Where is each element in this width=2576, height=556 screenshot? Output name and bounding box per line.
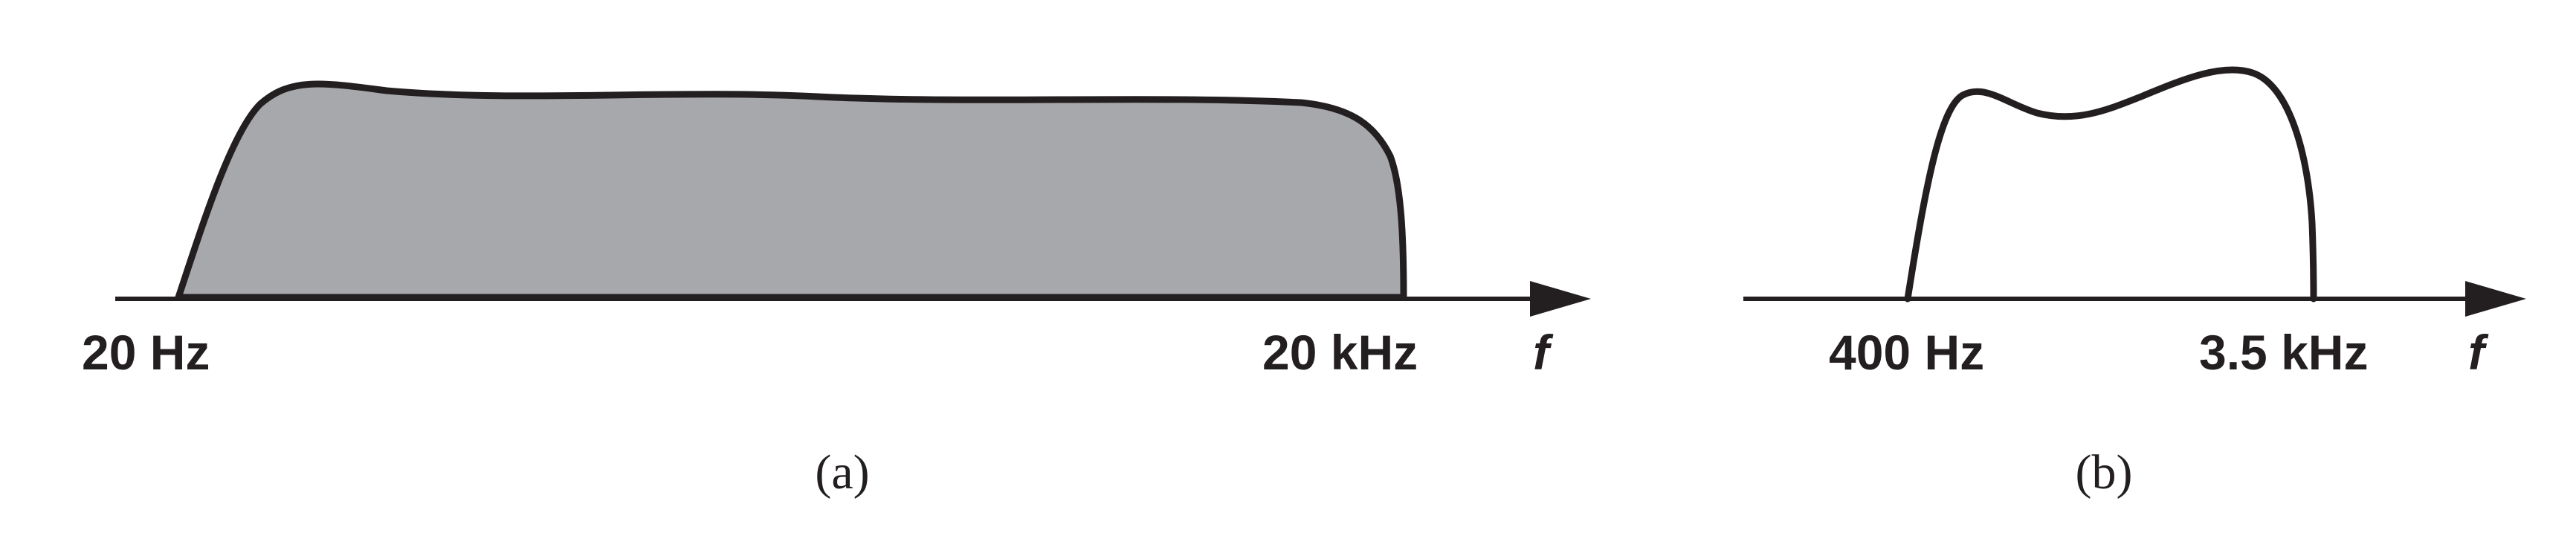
low-freq-label-a: 20 Hz <box>82 325 210 380</box>
high-freq-label-a: 20 kHz <box>1262 325 1418 380</box>
panel-a: 20 Hz 20 kHz f (a) <box>82 80 1591 500</box>
freq-variable-label-b: f <box>2468 325 2489 380</box>
freq-axis-a-arrowhead <box>1530 281 1591 317</box>
freq-variable-label-a: f <box>1533 325 1554 380</box>
caption-b: (b) <box>2076 445 2133 500</box>
freq-axis-b-arrowhead <box>2465 281 2526 317</box>
caption-a: (a) <box>815 445 869 500</box>
spectrum-a-curve <box>175 80 1407 301</box>
low-freq-label-b: 400 Hz <box>1829 325 1984 380</box>
spectrum-b-curve <box>1904 66 2317 303</box>
high-freq-label-b: 3.5 kHz <box>2199 325 2368 380</box>
panel-b: 400 Hz 3.5 kHz f (b) <box>1743 66 2526 500</box>
